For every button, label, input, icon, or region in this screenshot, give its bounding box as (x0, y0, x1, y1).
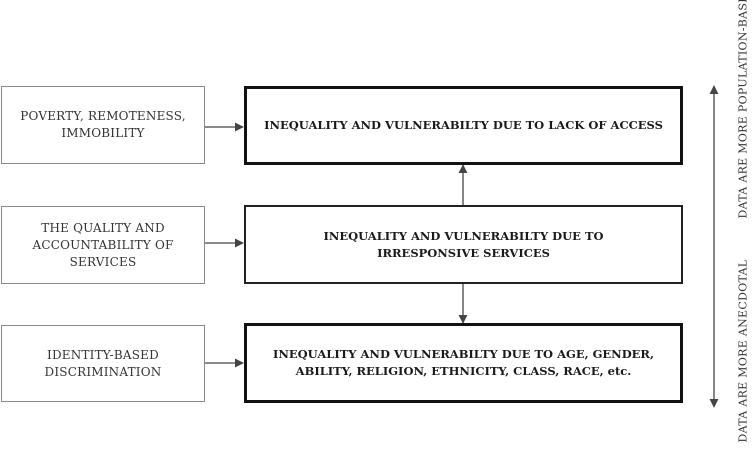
cause-box-identity-label: IDENTITY-BASED DISCRIMINATION (44, 347, 162, 379)
outcome-box-identity-discrimination: INEQUALITY AND VULNERABILTY DUE TO AGE, … (244, 323, 683, 403)
cause-box-poverty: POVERTY, REMOTENESS, IMMOBILITY (1, 86, 205, 164)
cause-box-poverty-label: POVERTY, REMOTENESS, IMMOBILITY (20, 109, 186, 140)
cause-box-quality: THE QUALITY AND ACCOUNTABILITY OF SERVIC… (1, 206, 205, 284)
outcome-box-identity-discrimination-label: INEQUALITY AND VULNERABILTY DUE TO AGE, … (273, 347, 654, 378)
cause-box-quality-label: THE QUALITY AND ACCOUNTABILITY OF SERVIC… (32, 220, 174, 269)
cause-box-identity: IDENTITY-BASED DISCRIMINATION (1, 325, 205, 402)
outcome-box-irresponsive-services: INEQUALITY AND VULNERABILTY DUE TO IRRES… (244, 205, 683, 284)
outcome-box-irresponsive-services-label: INEQUALITY AND VULNERABILTY DUE TO IRRES… (323, 228, 604, 260)
outcome-box-lack-of-access: INEQUALITY AND VULNERABILTY DUE TO LACK … (244, 86, 683, 165)
outcome-box-lack-of-access-label: INEQUALITY AND VULNERABILTY DUE TO LACK … (264, 118, 663, 132)
axis-bottom-label: DATA ARE MORE ANECDOTAL (736, 259, 750, 443)
axis-top-label: DATA ARE MORE POPULATION-BASED (736, 0, 750, 219)
